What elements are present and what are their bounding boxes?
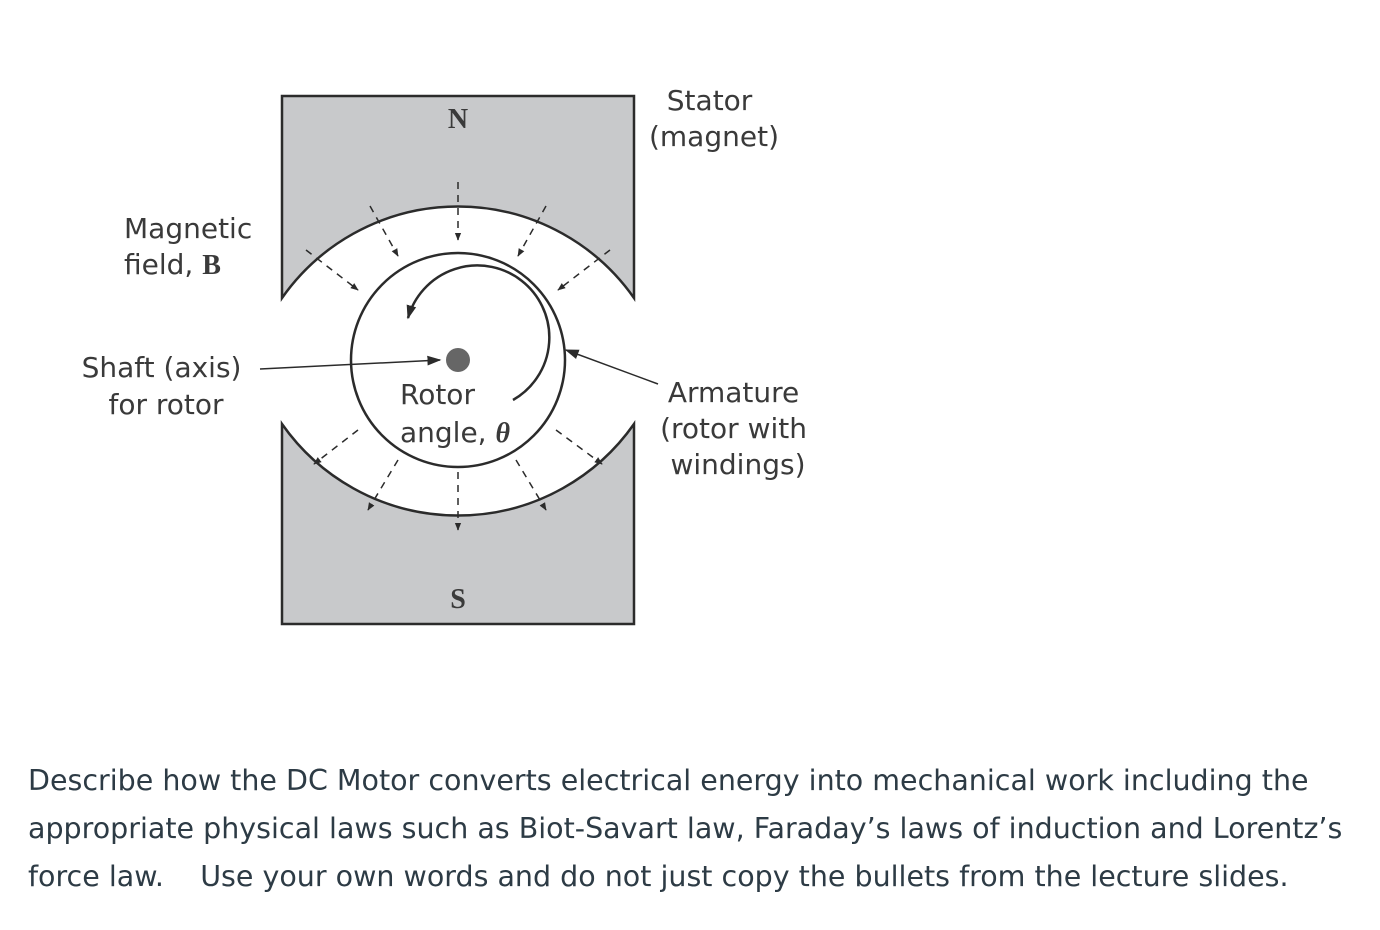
shaft-dot [446, 348, 470, 372]
question-text: Describe how the DC Motor converts elect… [28, 764, 1352, 893]
shaft-label: Shaft (axis) for rotor [82, 351, 251, 421]
rotation-arrow [406, 264, 551, 402]
magnetic-field-label: Magnetic field, B [124, 212, 261, 281]
stator-label: Stator (magnet) [649, 84, 779, 153]
rotor-angle-label: Rotor angle, θ [400, 378, 510, 449]
armature-leader-line [564, 349, 659, 385]
magnetic-field-lines [305, 182, 611, 531]
dc-motor-diagram: N S Stator (magnet) Magnetic field, B Sh… [82, 84, 816, 626]
north-pole-label: N [448, 104, 468, 135]
shaft-leader-line [259, 355, 442, 370]
armature-label: Armature (rotor with windings) [660, 376, 816, 481]
south-pole-label: S [450, 584, 466, 615]
